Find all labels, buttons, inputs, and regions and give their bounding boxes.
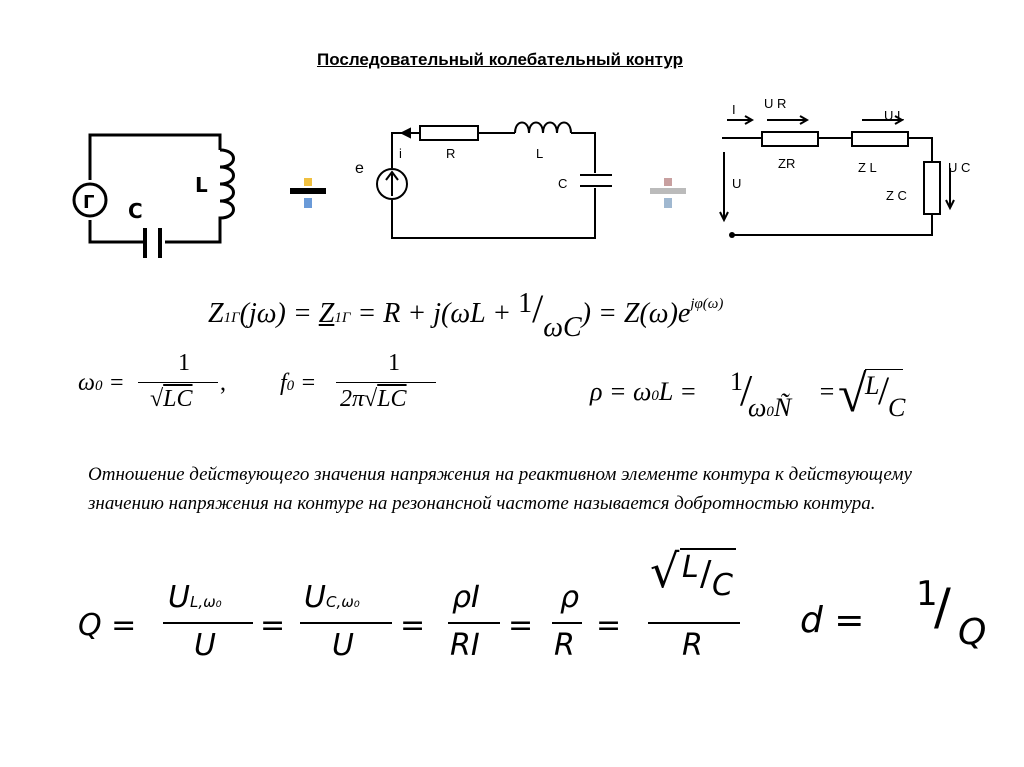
inductor-label: L <box>536 146 543 161</box>
q-eq-4: = <box>596 608 622 643</box>
current-label: I <box>732 102 736 117</box>
rho-den: ω <box>748 393 767 422</box>
rho-mid: L = <box>658 377 697 406</box>
equivalence-sign <box>650 178 686 208</box>
rho-eq: = <box>818 377 836 406</box>
zc-label: Z C <box>886 188 907 203</box>
q-r-2: R <box>682 628 703 663</box>
rho-c-cap: C <box>888 393 906 422</box>
q-ri: RI <box>450 628 480 663</box>
q-uc-sub: C,ω₀ <box>325 593 360 611</box>
voltage-l-label: U L <box>884 108 904 123</box>
capacitor-label: C <box>128 199 143 223</box>
z-underlined: Z <box>318 298 335 329</box>
f0-symbol: f <box>280 370 287 396</box>
q-eq-1: = <box>260 608 286 643</box>
rho-sub: 0 <box>651 388 659 404</box>
d-q: Q <box>958 612 987 653</box>
z-symbol: Z <box>208 298 224 329</box>
q-u: U <box>194 628 216 663</box>
q-ul: U <box>168 580 190 615</box>
q-eq-2: = <box>400 608 426 643</box>
z-one: 1 <box>518 288 533 319</box>
omega0-symbol: ω <box>78 370 95 396</box>
generator-icon <box>72 182 108 218</box>
circuit-diagram-lc: Г C L <box>72 133 235 258</box>
resistor-label: R <box>446 146 455 161</box>
capacitor-label: C <box>558 176 567 191</box>
f0-den-prefix: 2π <box>340 386 365 412</box>
q-u-2: U <box>332 628 354 663</box>
current-label: i <box>399 146 402 161</box>
page-title: Последовательный колебательный контур <box>316 50 683 69</box>
q-sqrt-l: L <box>682 550 699 585</box>
voltage-c-label: U C <box>948 160 970 175</box>
omega0-sub: 0 <box>94 378 103 394</box>
circuit-diagram-impedance: I U R U L U C U ZR Z L Z C <box>719 96 970 238</box>
q-uc: U <box>304 580 326 615</box>
equivalence-sign <box>290 178 326 208</box>
circuit-diagram-rlc: e i R L C <box>355 121 612 239</box>
d-lhs: d = <box>800 600 865 641</box>
omega0-numerator: 1 <box>178 350 190 376</box>
q-rhoi: ρI <box>452 580 480 615</box>
f0-sub: 0 <box>286 378 295 394</box>
comma: , <box>220 370 226 396</box>
voltage-label: U <box>732 176 741 191</box>
q-sqrt-c: C <box>712 568 733 603</box>
rho-formula: ρ = ω0L = 1 / ω0Ñ = √ L / C <box>590 366 906 423</box>
zr-label: ZR <box>778 156 795 171</box>
z-rhs: = R + j <box>357 298 442 329</box>
q-eq-3: = <box>508 608 534 643</box>
impedance-formula: Z1Г(jω) = Z1Г = R + j(ωL + 1/ωC) = Z(ω)e… <box>208 286 724 343</box>
q-ul-sub: L,ω₀ <box>189 593 222 611</box>
f0-numerator: 1 <box>388 350 400 376</box>
rho-den-sub: 0 <box>766 404 774 420</box>
generator-label: Г <box>83 192 94 213</box>
emf-label: e <box>355 160 364 177</box>
omega0-formula: ω0 = 1 √LC , <box>78 350 226 412</box>
rho-l: L <box>865 371 880 400</box>
z-subscript: 1Г <box>223 310 240 326</box>
inductor-label: L <box>195 173 208 197</box>
d-one: 1 <box>916 574 938 614</box>
rho-lhs: ρ = ω <box>590 377 652 406</box>
rho-one: 1 <box>730 367 743 396</box>
q-rho: ρ <box>560 580 580 615</box>
f0-formula: f0 = 1 2π√LC <box>280 350 460 430</box>
z-wc: ωC <box>543 312 582 343</box>
z-end: = Z <box>598 298 640 329</box>
omega0-denominator: LC <box>163 386 193 412</box>
z-subscript-2: 1Г <box>334 310 351 326</box>
voltage-r-label: U R <box>764 96 786 111</box>
f0-denominator: LC <box>377 386 407 412</box>
zl-label: Z L <box>858 160 877 175</box>
q-lhs: Q = <box>78 608 137 643</box>
q-r: R <box>554 628 575 663</box>
z-wl: ωL + <box>450 298 512 329</box>
z-omega: ω <box>648 298 669 329</box>
rho-c: Ñ <box>773 393 792 422</box>
quality-factor-definition: Отношение действующего значения напряжен… <box>88 464 912 514</box>
z-argument: jω <box>248 298 277 329</box>
z-exponent: jφ(ω) <box>690 295 724 312</box>
q-formula: Q = UL,ω₀ U = UC,ω₀ U = ρI RI = ρ R = √ … <box>78 544 987 663</box>
